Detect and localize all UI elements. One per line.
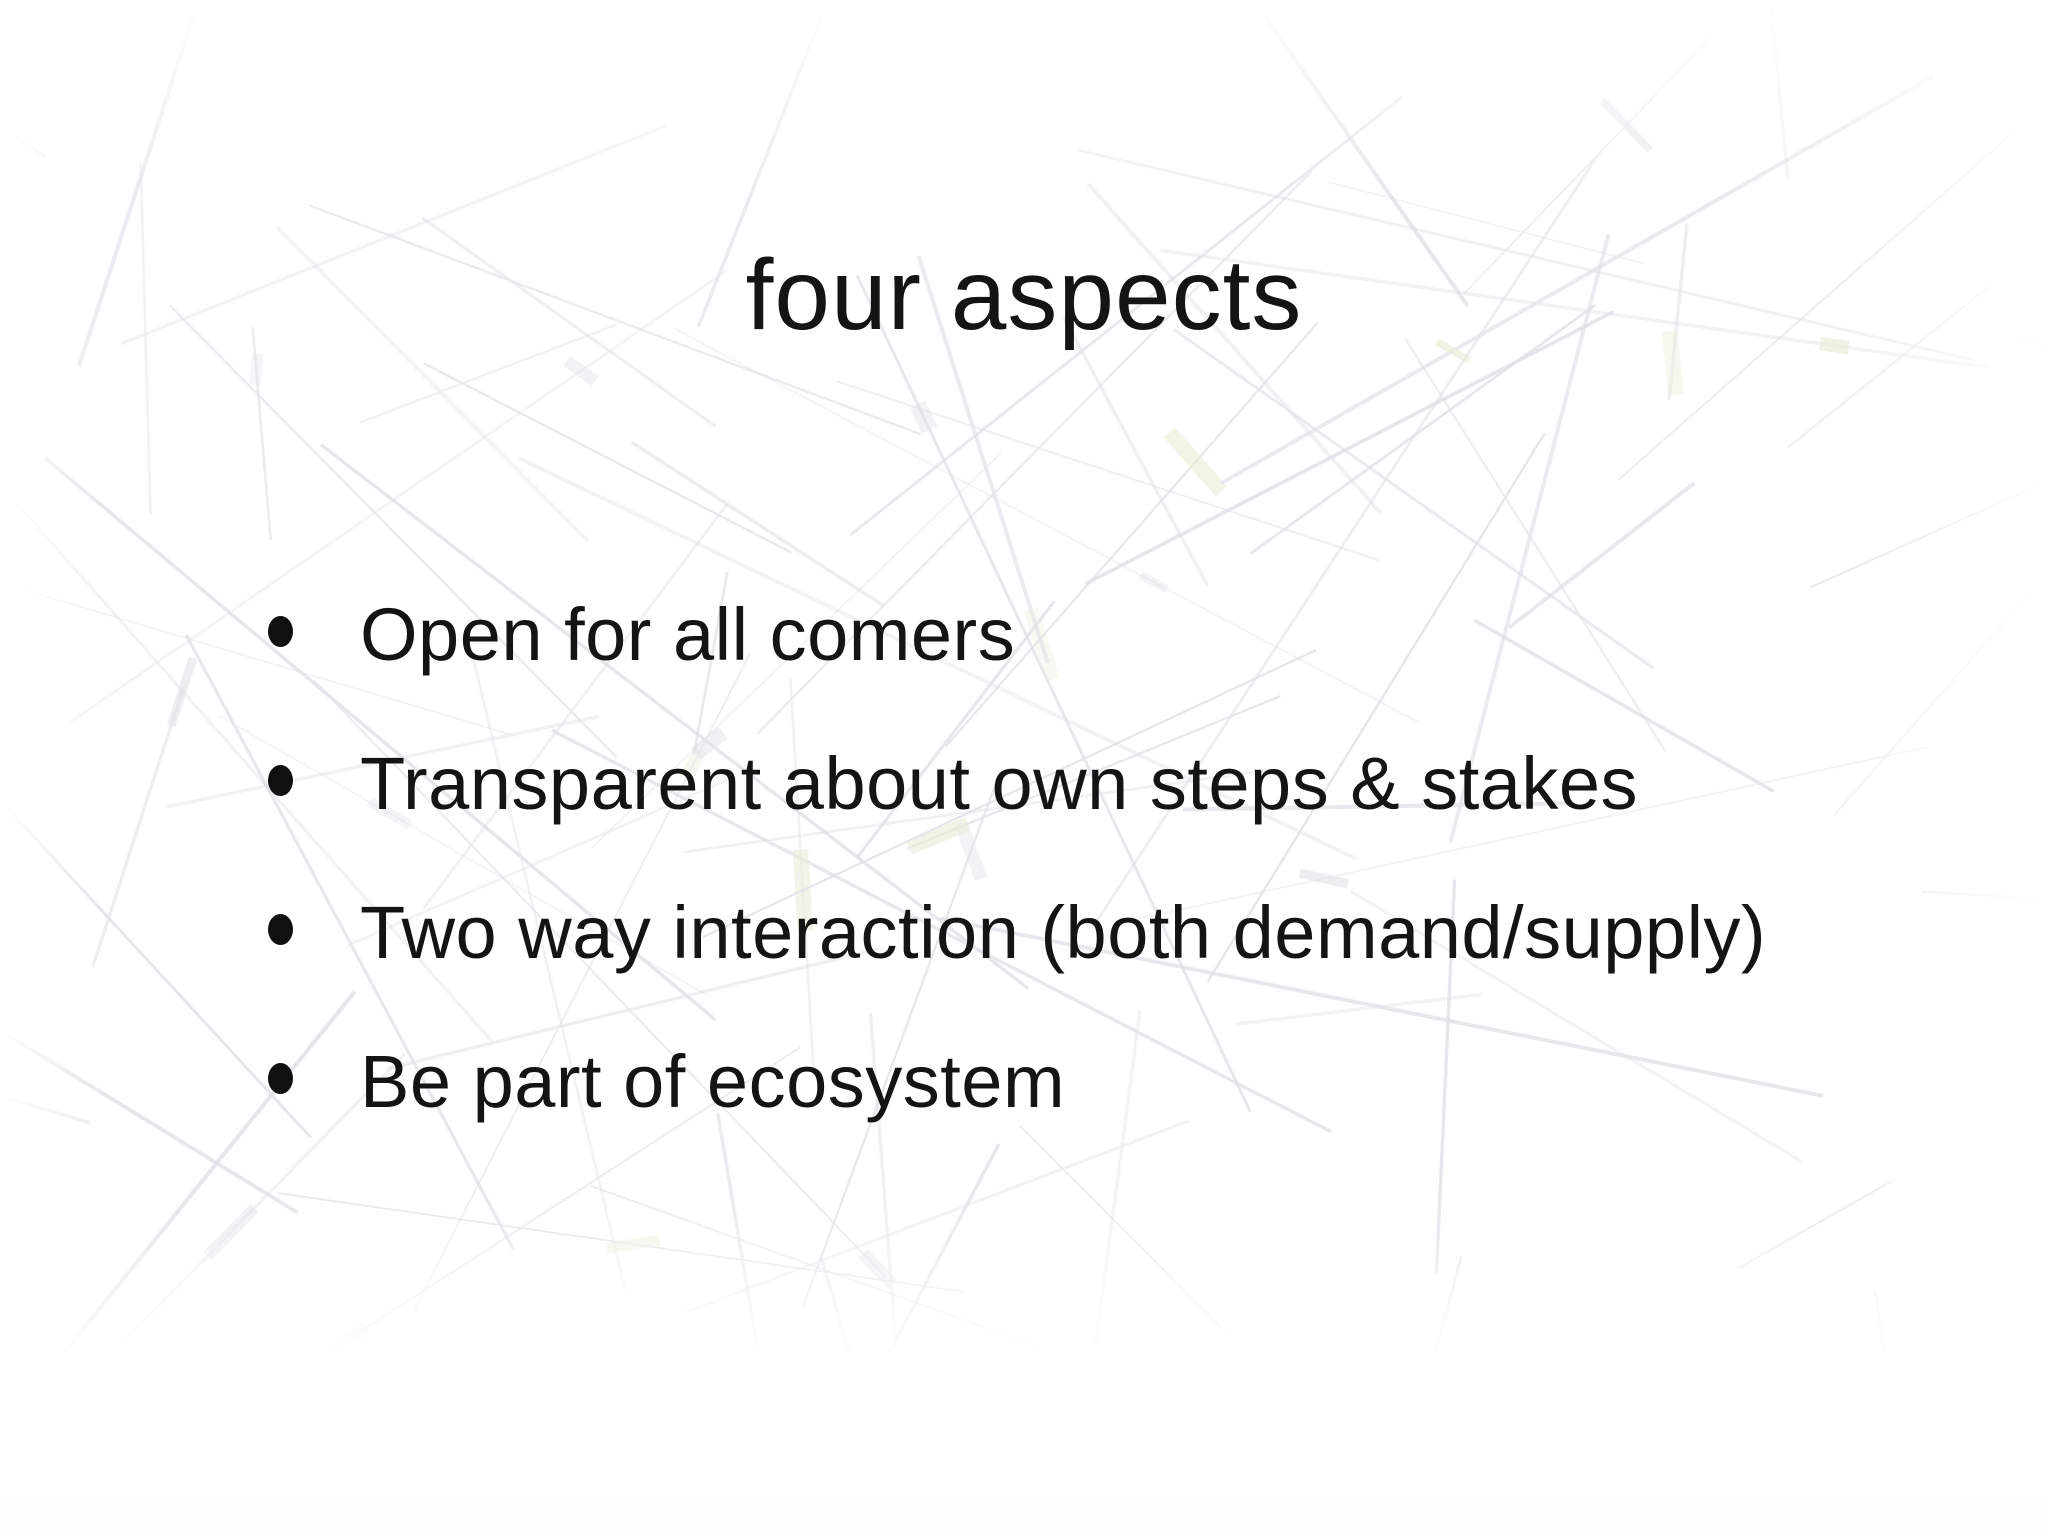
bullet-dot-icon [268,616,293,647]
bullet-item: Be part of ecosystem [268,1007,1766,1156]
bullet-list: Open for all comers Transparent about ow… [268,560,1766,1156]
page-title: four aspects [745,239,1303,351]
bullet-text: Be part of ecosystem [360,1040,1066,1123]
bullet-dot-icon [268,914,293,945]
bullet-item: Open for all comers [268,560,1766,709]
bullet-item: Transparent about own steps & stakes [268,709,1766,858]
bullet-text: Transparent about own steps & stakes [360,742,1639,825]
bullet-dot-icon [268,765,293,796]
bullet-dot-icon [268,1063,293,1094]
bullet-item: Two way interaction (both demand/supply) [268,858,1766,1007]
bullet-text: Two way interaction (both demand/supply) [360,891,1767,974]
bullet-text: Open for all comers [360,593,1016,676]
